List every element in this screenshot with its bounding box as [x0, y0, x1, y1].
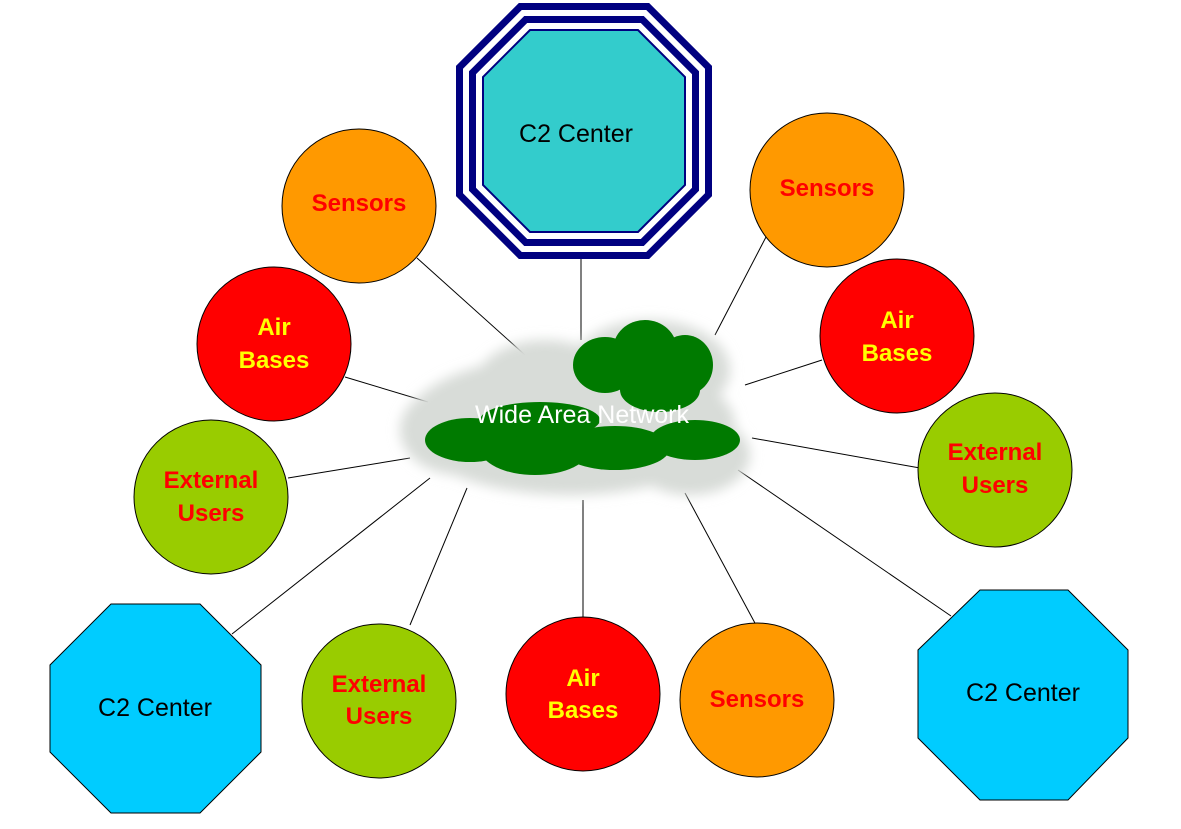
- c2-top-inner-gap: [463, 10, 705, 252]
- link-sensors-tl: [416, 257, 526, 356]
- connector-lines: [231, 236, 952, 635]
- air-bases-node-bottom: Air Bases: [505, 616, 661, 772]
- c2-center-bottom-right: C2 Center: [917, 589, 1129, 801]
- air-r-line1: Air: [880, 307, 913, 334]
- link-c2-br: [737, 469, 952, 617]
- air-bases-node-right: Air Bases: [819, 258, 975, 414]
- cloud-body: [425, 320, 740, 475]
- ext-l-line2: Users: [178, 500, 245, 527]
- c2-top-label: C2 Center: [519, 120, 633, 148]
- air-r-line2: Bases: [862, 340, 933, 367]
- air-b-line2: Bases: [548, 697, 619, 724]
- sensors-tl-label: Sensors: [312, 190, 407, 217]
- air-b-line1: Air: [566, 665, 599, 692]
- external-users-node-right: External Users: [917, 392, 1073, 548]
- c2-bl-label: C2 Center: [98, 694, 212, 722]
- sensors-node-top-right: Sensors: [749, 112, 905, 268]
- ext-b-line1: External: [332, 671, 427, 698]
- c2-center-top: C2 Center: [456, 3, 712, 259]
- ext-l-line1: External: [164, 467, 259, 494]
- ext-r-line1: External: [948, 439, 1043, 466]
- ext-b-line2: Users: [346, 703, 413, 730]
- external-users-node-left: External Users: [133, 419, 289, 575]
- link-air-l: [344, 376, 429, 403]
- wan-label: Wide Area Network: [475, 401, 689, 429]
- sensors-node-top-left: Sensors: [281, 128, 437, 284]
- link-ext-l: [287, 457, 411, 479]
- external-users-node-bottom: External Users: [301, 623, 457, 779]
- air-l-line1: Air: [257, 314, 290, 341]
- air-bases-node-left: Air Bases: [196, 266, 352, 422]
- link-air-r: [744, 359, 823, 386]
- c2-top-core: [482, 29, 686, 233]
- ext-r-line2: Users: [962, 472, 1029, 499]
- link-ext-b: [409, 487, 468, 626]
- sensors-b-label: Sensors: [710, 686, 805, 713]
- link-sensors-tr: [714, 236, 767, 336]
- link-c2-bl: [231, 477, 431, 635]
- wan-cloud: Wide Area Network: [400, 320, 750, 495]
- sensors-tr-label: Sensors: [780, 175, 875, 202]
- air-l-line2: Bases: [239, 347, 310, 374]
- link-ext-r: [751, 437, 921, 469]
- sensors-node-bottom: Sensors: [679, 622, 835, 778]
- c2-center-bottom-left: C2 Center: [49, 603, 262, 814]
- c2-br-label: C2 Center: [966, 679, 1080, 707]
- link-sensors-b: [684, 492, 757, 626]
